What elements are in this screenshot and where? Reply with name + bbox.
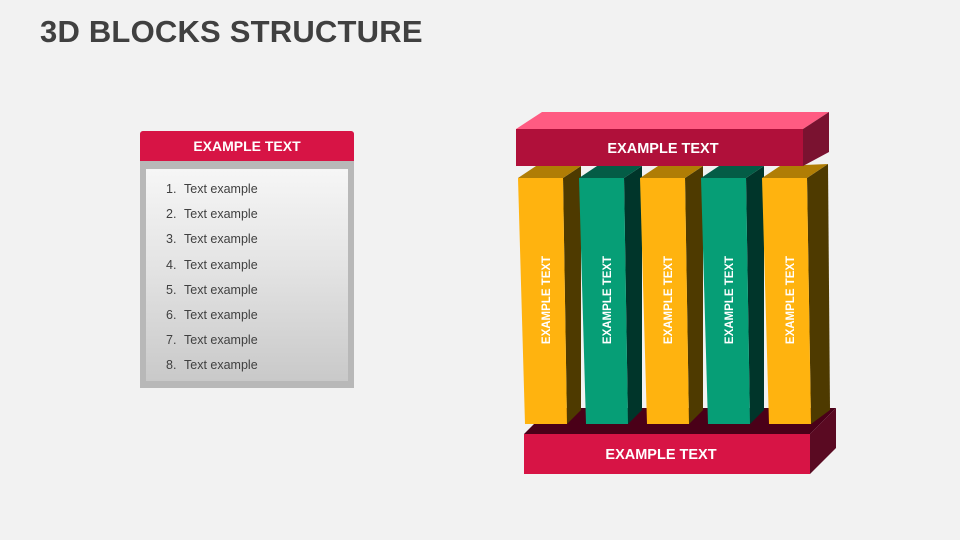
column-2: EXAMPLE TEXT <box>579 166 642 424</box>
column-4-label: EXAMPLE TEXT <box>724 256 736 344</box>
list-item-text: Text example <box>184 257 258 272</box>
list-item-number: 6. <box>166 307 177 322</box>
list-panel-body: 1. Text example 2. Text example 3. Text exa… <box>146 169 348 381</box>
column-1-front <box>518 178 567 424</box>
list-item: 4. Text example <box>166 253 258 278</box>
column-5-side <box>807 164 830 424</box>
top-beam-front <box>516 129 803 166</box>
column-1-top <box>518 166 581 178</box>
column-2-top <box>579 166 642 178</box>
list-panel-header: EXAMPLE TEXT <box>140 131 354 161</box>
list-item-text: Text example <box>184 232 258 247</box>
list-item: 7. Text example <box>166 328 258 353</box>
bottom-beam-front <box>524 434 810 474</box>
column-3-front <box>640 178 689 424</box>
column-2-front <box>579 178 628 424</box>
column-1-side <box>563 166 581 424</box>
bottom-beam-label: EXAMPLE TEXT <box>605 447 716 463</box>
column-4: EXAMPLE TEXT <box>701 166 764 424</box>
list-item-text: Text example <box>184 333 258 348</box>
list-item-number: 5. <box>166 282 177 297</box>
column-5-label: EXAMPLE TEXT <box>785 256 797 344</box>
top-beam: EXAMPLE TEXT <box>516 112 829 166</box>
list-item-number: 8. <box>166 358 177 373</box>
column-5-top <box>762 164 828 178</box>
list-panel: EXAMPLE TEXT 1. Text example 2. Text examp… <box>140 131 354 388</box>
column-2-label: EXAMPLE TEXT <box>602 256 614 344</box>
list-item-text: Text example <box>184 307 258 322</box>
column-3: EXAMPLE TEXT <box>640 166 703 424</box>
column-5-front <box>762 178 811 424</box>
column-1-label: EXAMPLE TEXT <box>541 256 553 344</box>
column-5: EXAMPLE TEXT <box>762 164 830 424</box>
list-item-number: 1. <box>166 182 177 196</box>
list-item-text: Text example <box>184 282 258 297</box>
list-item: 5. Text example <box>166 278 258 303</box>
list-item: 2. Text example <box>166 202 258 227</box>
bottom-beam-side <box>810 408 836 474</box>
list-items: 1. Text example 2. Text example 3. Text exa… <box>166 177 258 379</box>
list-item-number: 3. <box>166 232 177 247</box>
list-item: 1. Text example <box>166 177 258 202</box>
top-beam-label: EXAMPLE TEXT <box>607 141 718 157</box>
list-item: 8. Text example <box>166 353 258 378</box>
column-2-side <box>624 166 642 424</box>
list-item-number: 4. <box>166 257 177 272</box>
column-1: EXAMPLE TEXT <box>518 166 581 424</box>
list-item-number: 7. <box>166 333 177 348</box>
list-item-number: 2. <box>166 207 177 222</box>
list-item-text: Text example <box>184 207 258 222</box>
column-3-label: EXAMPLE TEXT <box>663 256 675 344</box>
list-item: 3. Text example <box>166 227 258 252</box>
column-4-front <box>701 178 750 424</box>
slide-title: 3D BLOCKS STRUCTURE <box>40 14 423 49</box>
list-item-text: Text example <box>184 182 258 196</box>
column-4-side <box>746 166 764 424</box>
column-4-top <box>701 166 764 178</box>
top-beam-top <box>516 112 829 129</box>
column-3-top <box>640 166 703 178</box>
list-item-text: Text example <box>184 358 258 373</box>
column-3-side <box>685 166 703 424</box>
top-beam-side <box>803 112 829 166</box>
list-item: 6. Text example <box>166 303 258 328</box>
